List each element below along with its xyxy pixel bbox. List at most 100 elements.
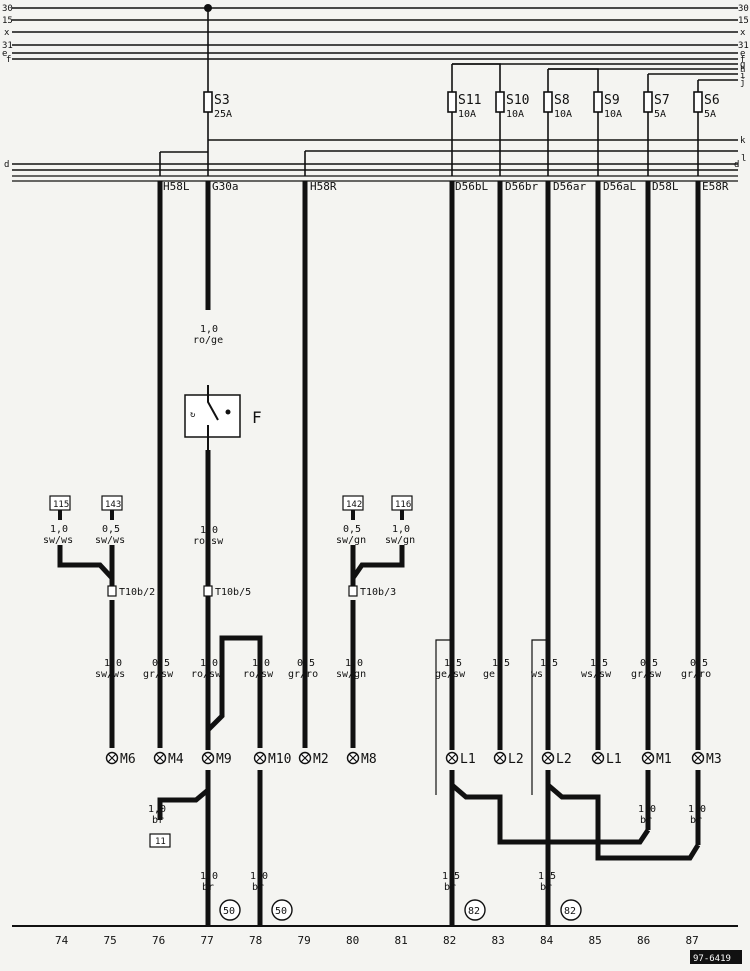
mid-wire-size-1: 0,5 <box>152 658 170 669</box>
ground-label-col78-color: br <box>252 882 264 893</box>
connector-t10b2: T10b/2 <box>119 587 155 598</box>
terminal-labels: H58L G30a H58R D56bL D56br D56ar D56aL D… <box>163 180 729 193</box>
thin-wires <box>435 639 548 795</box>
wire-thin-l1-loop <box>435 639 452 795</box>
ground-labels: 1,0 br 11 1,0 br 1,0 br 1,5 br 1,5 br 1,… <box>148 804 706 893</box>
mid-wire-size-0: 1,0 <box>104 658 122 669</box>
bus-label-k-right: k <box>740 136 746 146</box>
bus-label-g-right: g <box>740 60 745 70</box>
ground-point-82-b <box>560 899 582 921</box>
ref-size-143: 0,5 <box>102 524 120 535</box>
bus-lines <box>12 7 738 182</box>
terminal-d58l: D58L <box>652 180 679 193</box>
terminal-g30a: G30a <box>212 180 239 193</box>
fuse-s8-body <box>543 91 553 113</box>
fuse-s8-name: S8 <box>554 93 570 108</box>
ground-label-col82-size: 1,5 <box>442 871 460 882</box>
ground-point-82-a <box>464 899 486 921</box>
column-number-86: 86 <box>637 934 650 947</box>
lamp-label-9: L1 <box>606 752 622 767</box>
column-number-80: 80 <box>346 934 359 947</box>
fuse-s9-body <box>593 91 603 113</box>
ground-point-82-b-label: 82 <box>564 906 576 917</box>
component-f-label: F <box>252 408 262 427</box>
lamp-cross-3 <box>255 753 265 763</box>
terminal-h58r: H58R <box>310 180 337 193</box>
lamp-cross-8 <box>543 753 553 763</box>
ground-label-m9-color: br <box>152 815 164 826</box>
ground-point-50-a-label: 50 <box>223 906 235 917</box>
lamp-label-11: M3 <box>706 752 722 767</box>
wire-label-col77-color-1: ro/ge <box>193 335 223 346</box>
column-number-82: 82 <box>443 934 456 947</box>
ref-color-116: sw/gn <box>385 535 415 546</box>
bus-label-x-left: x <box>4 28 10 38</box>
fuse-s10-body <box>495 91 505 113</box>
mid-wire-color-5: sw/gn <box>336 669 366 680</box>
lamp-label-5: M8 <box>361 752 377 767</box>
lamp-cross-7 <box>495 753 505 763</box>
fuse-s9-name: S9 <box>604 93 620 108</box>
mid-wire-color-2: ro/sw <box>191 669 222 680</box>
component-f: ↻ F <box>184 385 262 450</box>
bus-label-15-left: 15 <box>2 16 13 26</box>
connectors: T10b/2 T10b/5 T10b/3 <box>107 585 396 598</box>
fuse-s7-body <box>643 91 653 113</box>
mid-wire-color-11: gr/ro <box>681 669 711 680</box>
fuse-s9-feed <box>548 68 599 92</box>
lamp-label-7: L2 <box>508 752 524 767</box>
bus-label-30-right: 30 <box>738 4 749 14</box>
ground-label-col82-color: br <box>444 882 456 893</box>
wire-ground-l1 <box>450 783 651 845</box>
ground-label-col87-size: 1,0 <box>688 804 706 815</box>
ref-size-116: 1,0 <box>392 524 410 535</box>
column-number-79: 79 <box>298 934 311 947</box>
fuse-s9-rating: 10A <box>604 109 622 120</box>
bus-label-e-right: e <box>740 49 745 59</box>
ground-label-col77-size: 1,0 <box>200 871 218 882</box>
fuse-s10-feed <box>452 63 501 92</box>
column-number-81: 81 <box>395 934 408 947</box>
terminal-d56br: D56br <box>505 180 538 193</box>
ground-point-50-b <box>271 899 293 921</box>
fuse-s7-name: S7 <box>654 93 670 108</box>
ground-ref-box <box>149 833 171 848</box>
mid-wire-color-6: ge/sw <box>435 669 466 680</box>
fuses <box>203 8 703 176</box>
drawing-id: 97-6419 <box>693 954 731 964</box>
lamp-cross-11 <box>693 753 703 763</box>
wire-ref115 <box>57 545 115 590</box>
wire-thin-l2-loop <box>531 639 548 795</box>
bus-label-x-right: x <box>740 28 746 38</box>
mid-wire-color-0: sw/ws <box>95 669 125 680</box>
mid-wire-size-4: 0,5 <box>297 658 315 669</box>
mid-wire-color-1: gr/sw <box>143 669 174 680</box>
mid-wire-color-4: gr/ro <box>288 669 318 680</box>
terminal-d56ar: D56ar <box>553 180 586 193</box>
lamp-label-2: M9 <box>216 752 232 767</box>
lamp-cross-1 <box>155 753 165 763</box>
lamp-cross-5 <box>348 753 358 763</box>
fuse-s6-body <box>693 91 703 113</box>
bus-label-h-right: h <box>740 65 745 75</box>
column-number-87: 87 <box>686 934 699 947</box>
fuse-s10-rating: 10A <box>506 109 524 120</box>
ground-label-m9-size: 1,0 <box>148 804 166 815</box>
terminal-e58r: E58R <box>702 180 729 193</box>
fuse-s6-name: S6 <box>704 93 720 108</box>
fuse-s3-rating: 25A <box>214 109 232 120</box>
terminal-d56bl: D56bL <box>455 180 488 193</box>
ref-num-142: 142 <box>346 500 362 510</box>
terminal-h58l: H58L <box>163 180 190 193</box>
column-number-76: 76 <box>152 934 165 947</box>
fuse-s3-name: S3 <box>214 93 230 108</box>
bus-label-f-left: f <box>6 55 11 65</box>
mid-wire-size-11: 0,5 <box>690 658 708 669</box>
lamp-cross-10 <box>643 753 653 763</box>
lamp-cross-2 <box>203 753 213 763</box>
ref-num-116: 116 <box>395 500 411 510</box>
component-f-contact <box>225 409 231 415</box>
